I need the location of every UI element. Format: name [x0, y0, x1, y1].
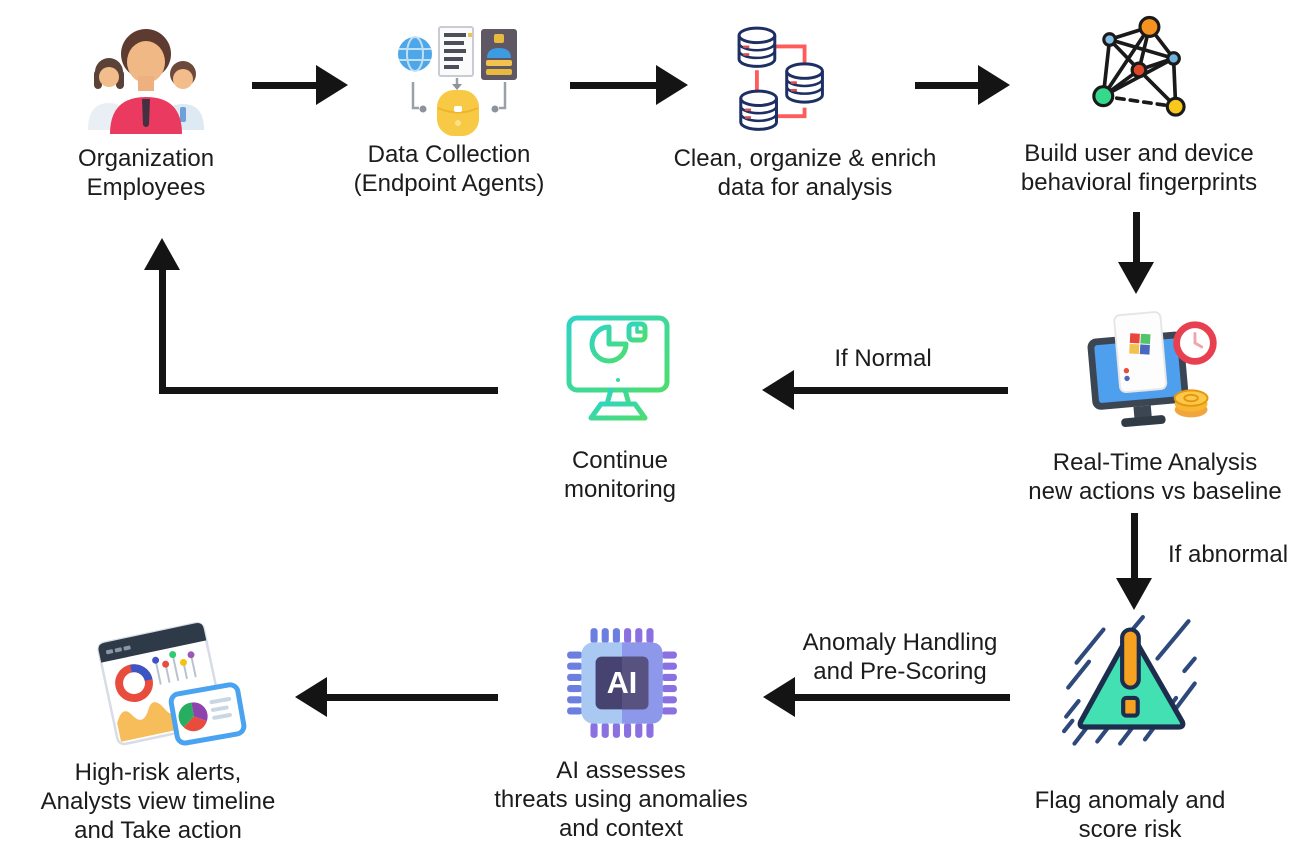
endpoint-agents-icon [393, 22, 523, 140]
label-data-collection: Data Collection (Endpoint Agents) [353, 141, 545, 197]
arrow-fingerprints-to-realtime [1116, 212, 1156, 294]
label-ai-assesses: AI assesses threats using anomalies and … [494, 757, 748, 842]
network-graph-icon [1076, 12, 1204, 130]
edge-label-anomaly-handling: Anomaly Handling and Pre-Scoring [802, 629, 998, 685]
label-organization-employees: Organization Employees [77, 145, 215, 201]
loop-arrow-head [144, 238, 180, 270]
monitor-clock-icon [1082, 305, 1222, 440]
dashboard-icon [88, 608, 252, 758]
arrow-collection-to-clean [570, 65, 688, 105]
arrow-anomaly-to-ai [763, 677, 1010, 717]
edge-label-if-abnormal: If abnormal [1167, 541, 1289, 568]
arrow-employees-to-collection [252, 65, 348, 105]
database-cluster-icon [722, 26, 848, 140]
edge-label-if-normal: If Normal [834, 345, 932, 372]
label-continue-monitoring: Continue monitoring [563, 447, 677, 503]
loop-arrow-horizontal [159, 387, 498, 394]
arrow-if-normal [762, 370, 1008, 410]
label-realtime-analysis: Real-Time Analysis new actions vs baseli… [1028, 449, 1282, 505]
label-clean-data: Clean, organize & enrich data for analys… [673, 145, 937, 201]
arrow-ai-to-alerts [295, 677, 498, 717]
people-group-icon [78, 14, 214, 136]
label-flag-anomaly: Flag anomaly and score risk [1034, 787, 1226, 843]
ai-chip-label: AI [607, 666, 638, 700]
label-high-risk-alerts: High-risk alerts, Analysts view timeline… [40, 759, 276, 844]
arrow-clean-to-fingerprints [915, 65, 1010, 105]
label-fingerprints: Build user and device behavioral fingerp… [1020, 140, 1258, 196]
warning-triangle-icon [1062, 615, 1202, 755]
loop-arrow-vertical [159, 268, 166, 394]
green-monitor-icon [553, 312, 683, 434]
arrow-if-abnormal [1114, 513, 1154, 610]
ai-chip-icon: AI [561, 622, 683, 744]
